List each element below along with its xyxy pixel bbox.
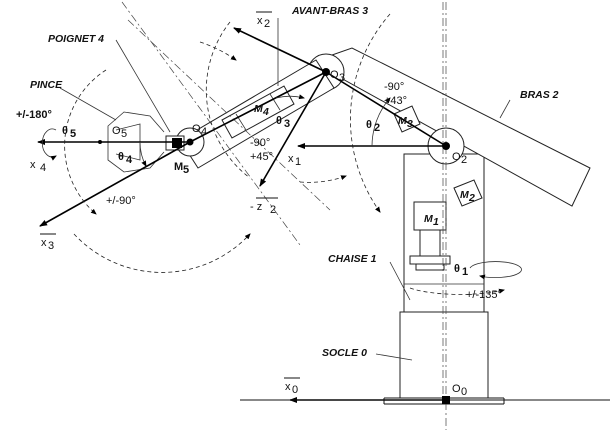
- svg-text:θ: θ: [454, 263, 460, 275]
- svg-text:O: O: [452, 151, 461, 163]
- range-theta4: +/-90°: [106, 195, 136, 207]
- angle-arcs: [41, 94, 522, 280]
- svg-text:1: 1: [433, 216, 439, 228]
- range-theta3-min: -90°: [250, 137, 270, 149]
- svg-text:O: O: [112, 125, 121, 137]
- svg-text:3: 3: [48, 240, 54, 252]
- axis-label-x4: x 4: [30, 159, 46, 174]
- range-theta5: +/-180°: [16, 109, 52, 121]
- svg-text:M: M: [174, 161, 183, 173]
- svg-text:5: 5: [70, 128, 76, 140]
- svg-text:2: 2: [270, 204, 276, 216]
- range-arcs: [64, 13, 505, 295]
- motor-m2: [453, 179, 483, 207]
- svg-text:O: O: [192, 123, 201, 135]
- svg-text:4: 4: [126, 154, 133, 166]
- motor-m4: [221, 85, 295, 139]
- leader-lines: [59, 18, 511, 361]
- range-theta2-max: +43°: [384, 95, 407, 107]
- svg-text:3: 3: [407, 118, 413, 130]
- svg-text:3: 3: [339, 72, 345, 84]
- svg-text:5: 5: [121, 128, 127, 140]
- svg-text:x: x: [285, 381, 291, 393]
- svg-text:0: 0: [461, 386, 467, 398]
- svg-text:2: 2: [461, 154, 467, 166]
- svg-text:4: 4: [262, 106, 269, 118]
- svg-text:3: 3: [284, 118, 290, 130]
- svg-text:θ: θ: [118, 151, 124, 163]
- svg-text:M: M: [460, 189, 469, 201]
- svg-text:O: O: [330, 69, 339, 81]
- svg-text:x: x: [257, 15, 263, 27]
- svg-text:2: 2: [264, 18, 270, 30]
- svg-text:1: 1: [295, 156, 301, 168]
- axis-label-x3: x 3: [40, 233, 56, 252]
- label-bras: BRAS 2: [520, 89, 559, 101]
- range-theta2-min: -90°: [384, 81, 404, 93]
- label-socle: SOCLE 0: [322, 347, 367, 359]
- range-theta1: +/-135°: [466, 289, 502, 301]
- svg-text:x: x: [288, 153, 294, 165]
- svg-text:θ: θ: [62, 125, 68, 137]
- joint-lines: [100, 71, 447, 147]
- component-labels: POIGNET 4 AVANT-BRAS 3 PINCE BRAS 2 CHAI…: [30, 5, 559, 359]
- label-poignet: POIGNET 4: [48, 33, 104, 45]
- axis-label-z2: - z 2: [250, 197, 278, 216]
- axis-label-x0: x 0: [284, 377, 300, 396]
- svg-text:4: 4: [40, 162, 46, 174]
- svg-text:2: 2: [468, 192, 475, 204]
- svg-text:- z: - z: [250, 201, 262, 213]
- svg-text:M: M: [424, 213, 433, 225]
- svg-text:0: 0: [292, 384, 298, 396]
- svg-text:2: 2: [374, 122, 380, 134]
- svg-text:M: M: [398, 115, 407, 127]
- range-labels: +/-135° -90° +43° -90° +45° +/-90° +/-18…: [16, 81, 502, 301]
- svg-text:θ: θ: [276, 115, 282, 127]
- svg-text:M: M: [254, 103, 263, 115]
- motor-m5: [165, 135, 185, 151]
- axis-labels: x 0 x 1 x 2 - z 2 x 3 x 4: [30, 11, 301, 396]
- joint-dots: [98, 68, 450, 150]
- label-avant-bras: AVANT-BRAS 3: [291, 5, 368, 17]
- svg-text:θ: θ: [366, 119, 372, 131]
- frame-vectors: [37, 27, 610, 404]
- svg-text:4: 4: [201, 126, 207, 138]
- label-pince: PINCE: [30, 79, 63, 91]
- svg-text:O: O: [452, 383, 461, 395]
- range-theta3-max: +45°: [250, 151, 273, 163]
- axis-label-x1: x 1: [288, 153, 301, 168]
- svg-text:1: 1: [462, 266, 468, 278]
- centre-lines: [121, 1, 447, 430]
- label-chaise: CHAISE 1: [328, 253, 377, 265]
- svg-text:5: 5: [183, 164, 189, 176]
- axis-label-x2: x 2: [256, 11, 272, 30]
- svg-text:x: x: [30, 159, 36, 171]
- svg-text:x: x: [41, 237, 47, 249]
